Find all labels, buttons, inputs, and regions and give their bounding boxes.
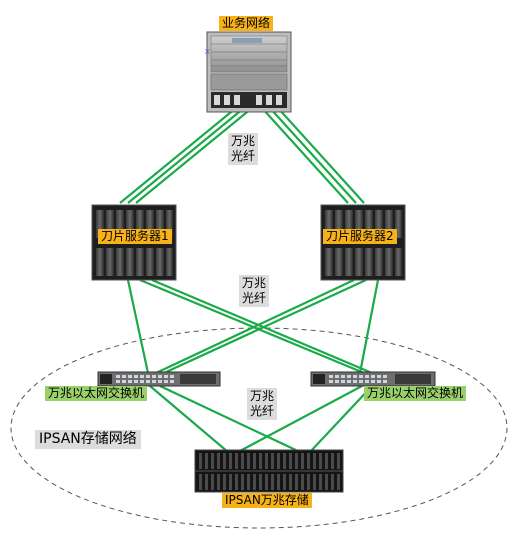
switch-2-label: 万兆以太网交换机 — [364, 386, 467, 401]
core-switch-icon: × — [204, 31, 292, 113]
core-network-label: 业务网络 — [219, 16, 274, 31]
link-switch1-storage-b — [159, 385, 301, 453]
link-blade1-switch2-b — [151, 278, 373, 375]
storage-array-icon — [194, 449, 344, 493]
ethernet-switch-2-icon — [310, 371, 436, 387]
link-blade1-switch2 — [139, 278, 365, 375]
storage-label: IPSAN万兆存储 — [222, 493, 312, 508]
link-core-blade2-b — [269, 107, 357, 204]
link-blade2-switch1 — [155, 279, 355, 374]
link-switch2-storage-b — [309, 385, 373, 453]
link-core-blade1-b — [127, 107, 245, 204]
link-core-blade1-a — [119, 107, 237, 204]
ethernet-switch-1-icon — [97, 371, 221, 387]
switch-1-label: 万兆以太网交换机 — [45, 386, 148, 401]
link-core-blade2-c — [277, 107, 365, 204]
svg-text:×: × — [204, 47, 211, 56]
link-label-bottom: 万兆 光纤 — [247, 388, 278, 420]
link-switch1-storage-a — [149, 385, 229, 453]
ipsan-zone-label: IPSAN存储网络 — [35, 430, 141, 449]
link-switch2-storage-a — [237, 385, 363, 453]
link-blade2-switch1-b — [163, 279, 367, 374]
ipsan-zone-boundary — [10, 327, 508, 529]
link-core-blade1-c — [135, 107, 253, 204]
blade-server-1-label: 刀片服务器1 — [98, 229, 172, 244]
link-label-middle: 万兆 光纤 — [239, 275, 270, 307]
link-core-blade2-a — [261, 107, 349, 204]
link-blade1-switch1 — [126, 279, 150, 374]
blade-server-2-label: 刀片服务器2 — [323, 229, 397, 244]
link-label-top: 万兆 光纤 — [228, 133, 259, 165]
link-blade2-switch2 — [358, 279, 380, 374]
links — [119, 107, 380, 453]
